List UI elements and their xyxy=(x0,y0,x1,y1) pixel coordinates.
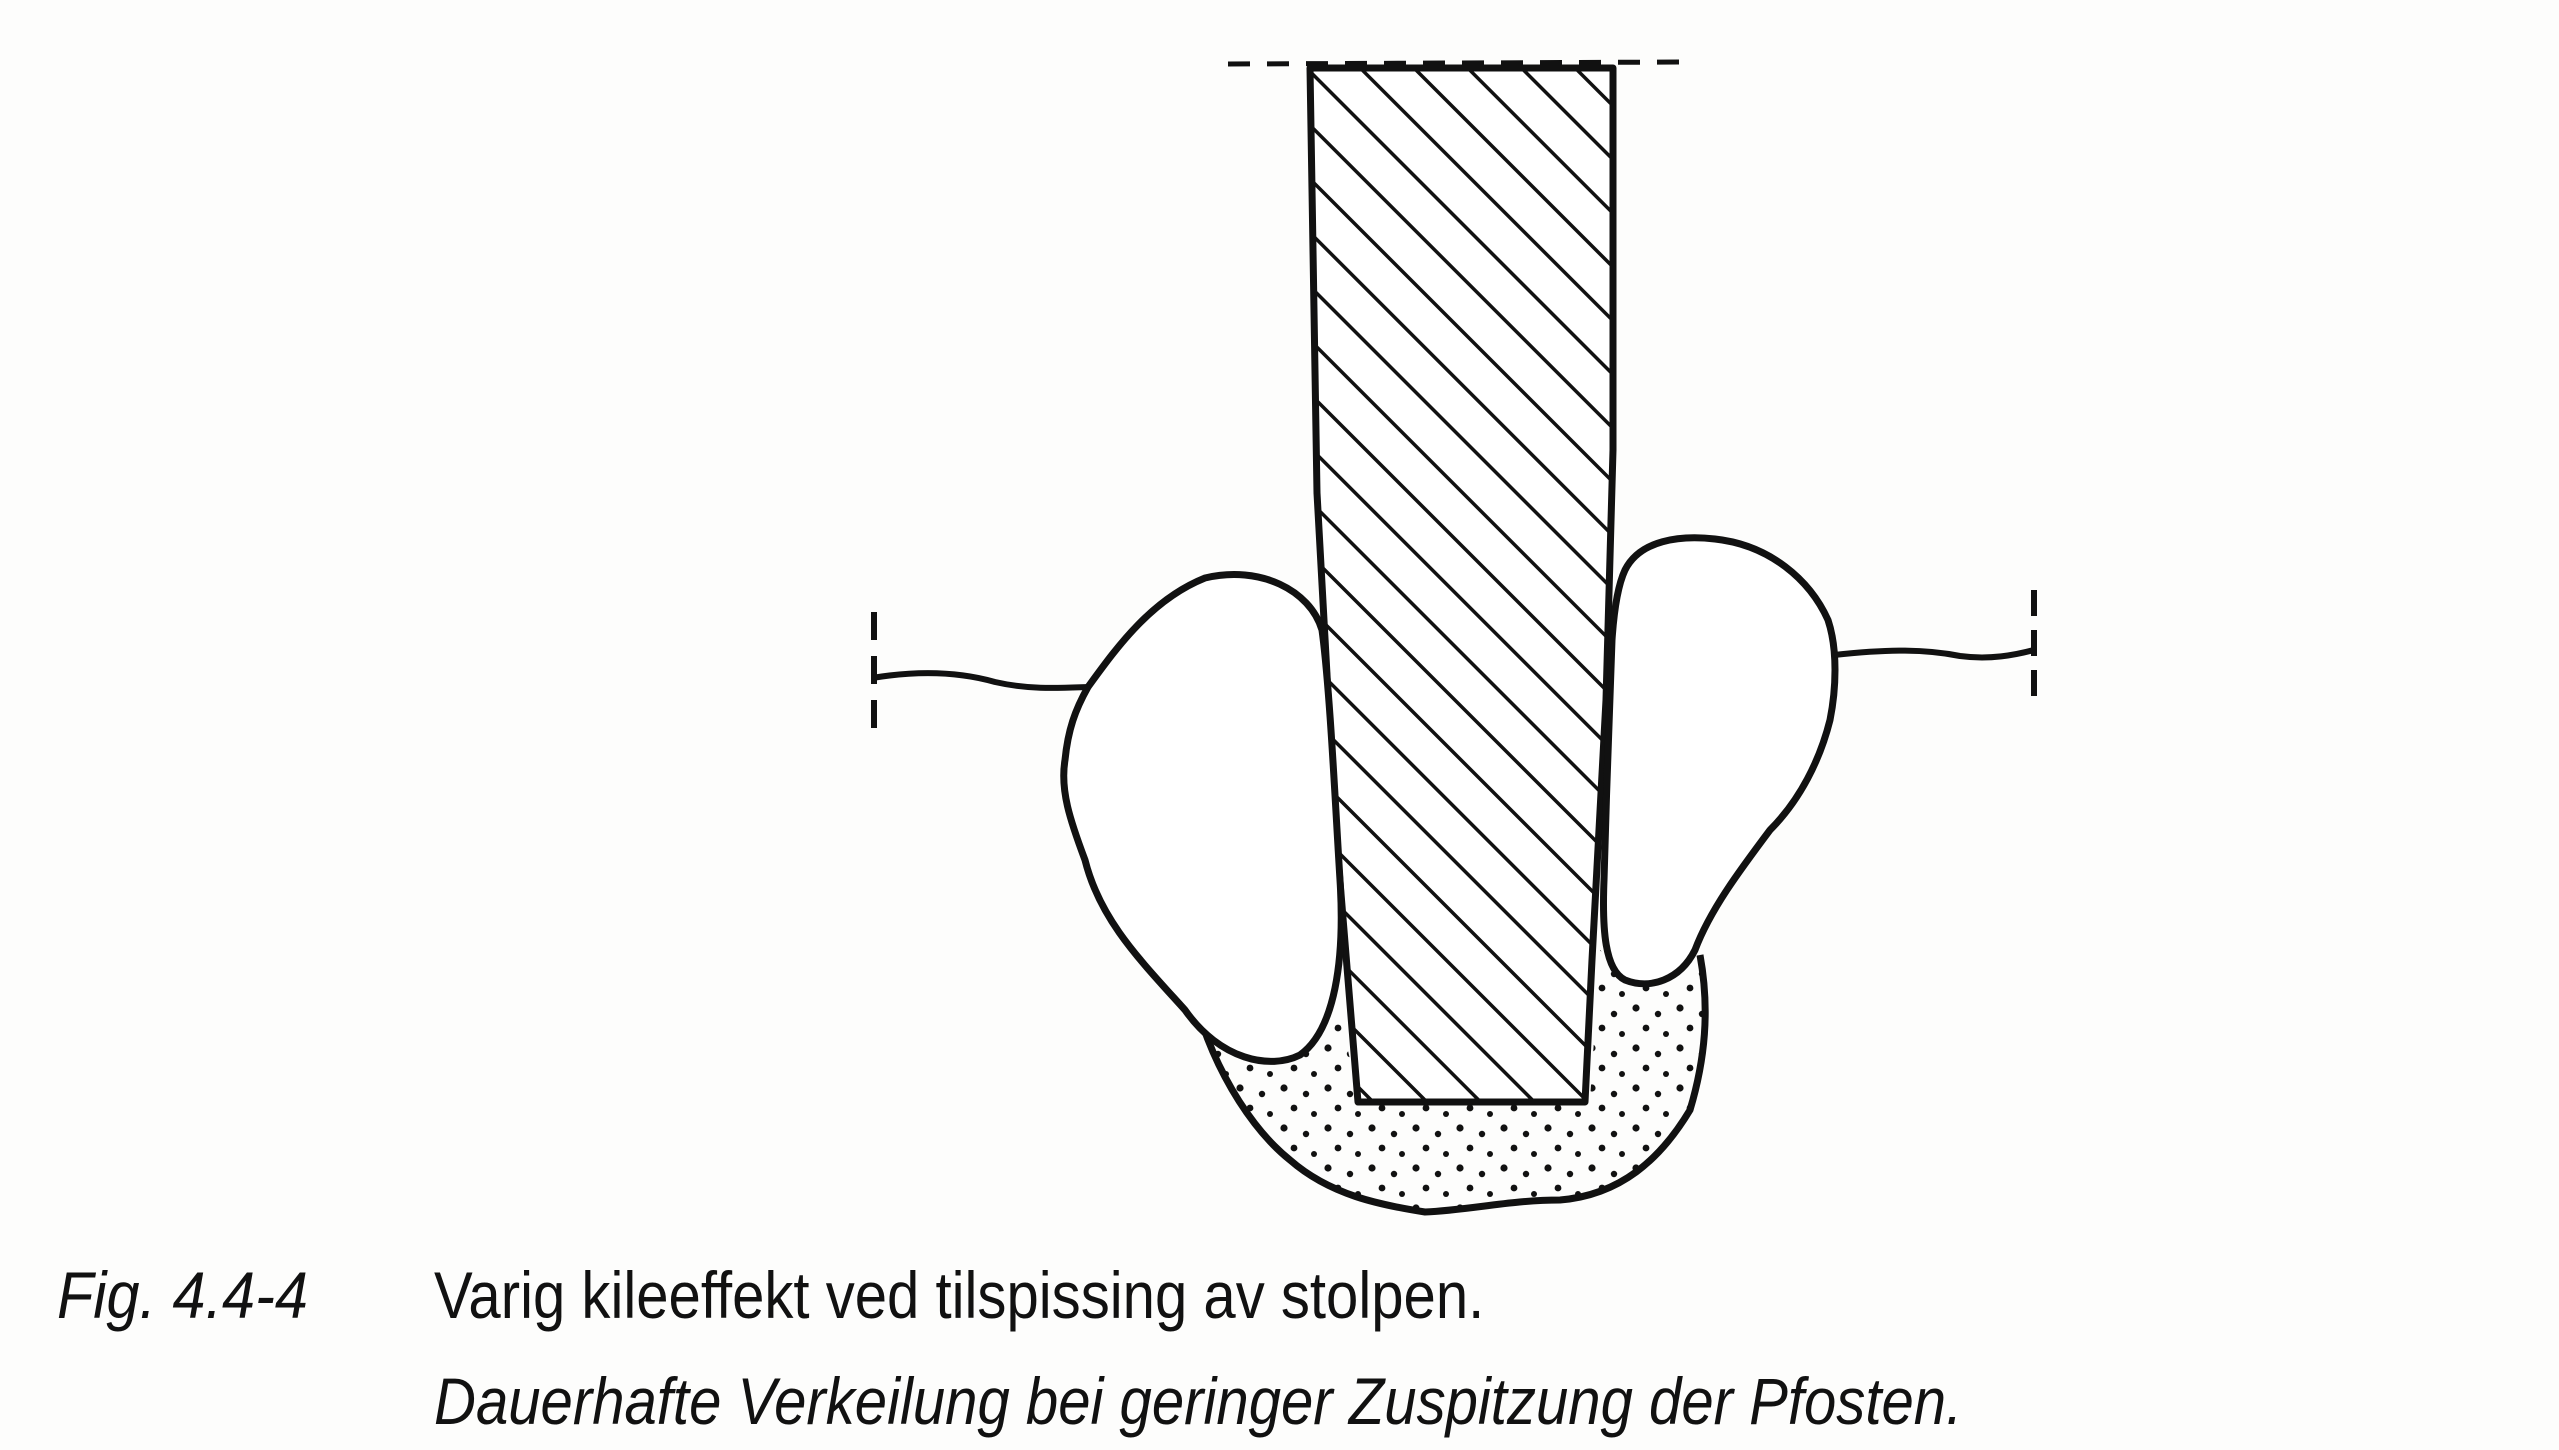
sand-outline xyxy=(1186,954,1709,1216)
post xyxy=(1306,64,1617,1106)
caption-german: Dauerhafte Verkeilung bei geringer Zuspi… xyxy=(434,1364,1963,1438)
right-stone xyxy=(1599,534,1839,988)
caption-norwegian: Varig kileeffekt ved tilspissing av stol… xyxy=(434,1258,1485,1332)
ground-line-right xyxy=(1833,647,2035,661)
left-stone xyxy=(1060,571,1345,1065)
figure-label: Fig. 4.4-4 xyxy=(57,1258,308,1332)
top-cut-line xyxy=(1227,59,1691,67)
ground-line-left xyxy=(871,670,1089,691)
